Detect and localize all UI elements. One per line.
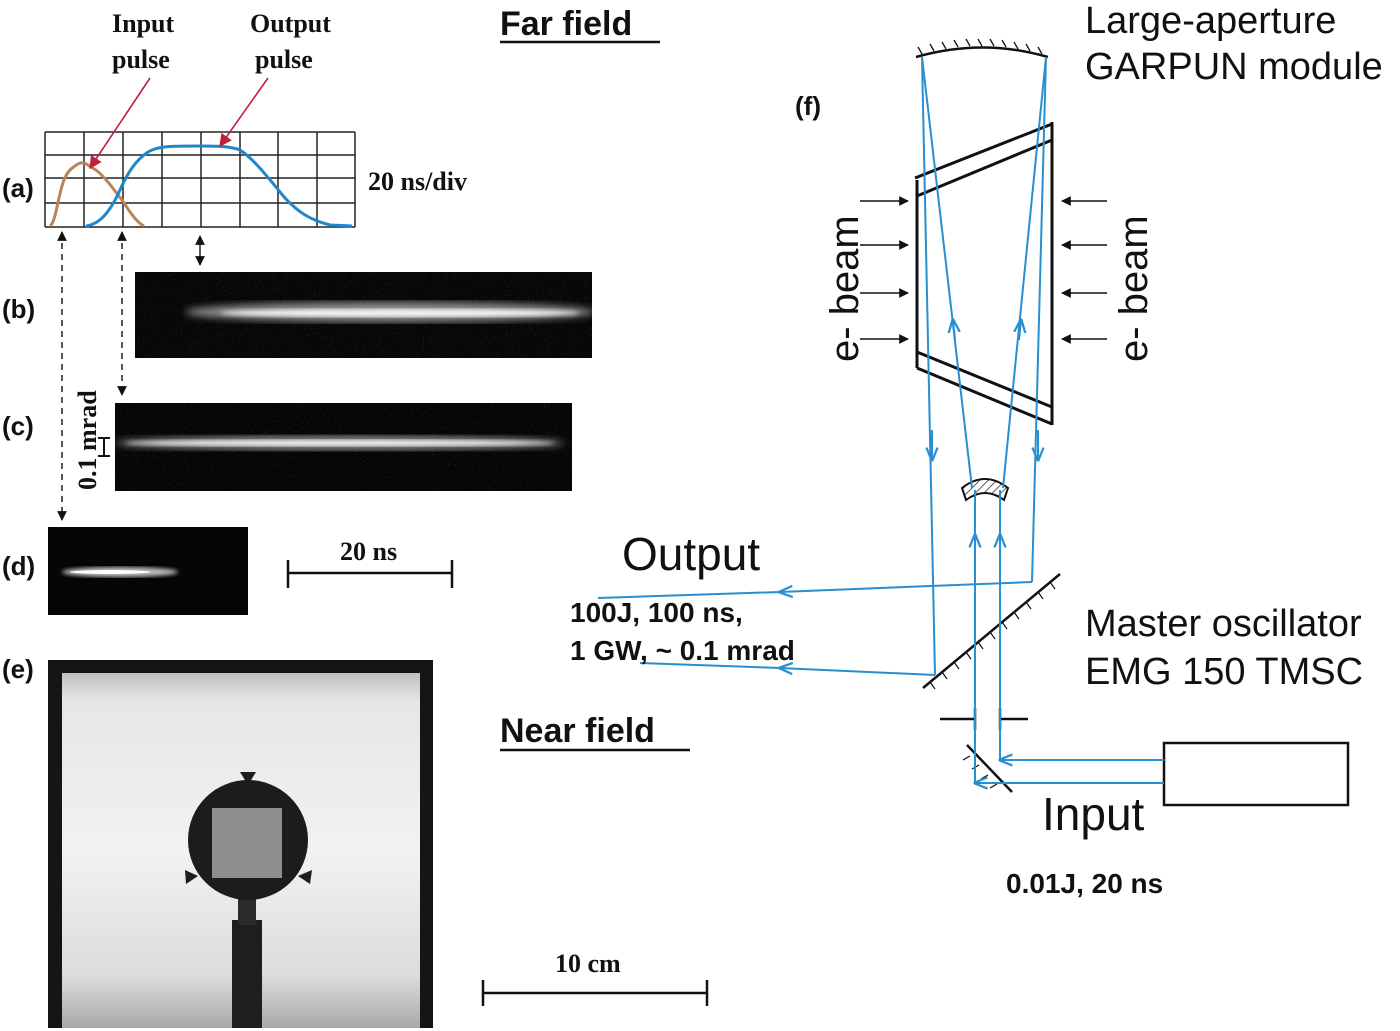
master-oscillator-box (1162, 741, 1350, 807)
amplifier-chamber (914, 122, 1054, 426)
label-f: (f) (795, 91, 821, 121)
input-spec: 0.01J, 20 ns (1006, 868, 1163, 899)
time-scale-bar: 20 ns (286, 537, 454, 588)
near-field-heading: Near field (500, 712, 655, 750)
output-spec-2: 1 GW, ~ 0.1 mrad (570, 635, 795, 666)
label-e: (e) (2, 654, 34, 684)
master-oscillator-title-1: Master oscillator (1085, 603, 1362, 645)
far-field-heading: Far field (500, 5, 632, 43)
input-pulse-trace (48, 161, 145, 228)
output-title: Output (622, 528, 760, 580)
input-mirror (962, 744, 1013, 793)
streak-image-d (48, 527, 248, 615)
concave-mirror (915, 38, 1049, 59)
near-field-photo (48, 660, 433, 1028)
input-title: Input (1042, 788, 1145, 840)
input-pulse-label-1: Input (112, 9, 174, 38)
divergence-scale: 0.1 mrad (73, 390, 110, 490)
timescale-label: 20 ns/div (368, 167, 467, 196)
oscillogram: Input pulse Output pulse 20 ns/div (44, 9, 467, 228)
beam-paths (597, 56, 1164, 783)
module-title-2: GARPUN module (1085, 46, 1383, 88)
output-pulse-arrow (219, 77, 269, 148)
module-title-1: Large-aperture (1085, 0, 1336, 42)
divergence-scale-label: 0.1 mrad (73, 390, 102, 490)
length-scale-label: 10 cm (555, 949, 621, 978)
output-pulse-trace (85, 144, 353, 228)
master-oscillator-title-2: EMG 150 TMSC (1085, 651, 1363, 693)
ebeam-arrows-left (860, 196, 909, 344)
aperture (940, 708, 1028, 730)
output-mirror (922, 573, 1061, 690)
ebeam-label-right: e- beam (1112, 215, 1156, 362)
label-c: (c) (2, 411, 34, 441)
input-pulse-label-2: pulse (112, 45, 170, 74)
optical-scheme: e- beam e- beam (597, 38, 1350, 807)
time-scale-label: 20 ns (340, 537, 397, 566)
convex-mirror (960, 478, 1010, 502)
label-a: (a) (2, 173, 34, 203)
streak-image-b (135, 272, 595, 358)
label-b: (b) (2, 294, 35, 324)
length-scale-bar: 10 cm (481, 949, 709, 1006)
output-pulse-label-2: pulse (255, 45, 313, 74)
ebeam-label-left: e- beam (823, 215, 867, 362)
input-pulse-arrow (89, 77, 151, 170)
streak-image-c (115, 403, 572, 491)
output-spec-1: 100J, 100 ns, (570, 597, 743, 628)
ebeam-arrows-right (1061, 196, 1107, 344)
label-d: (d) (2, 551, 35, 581)
output-pulse-label-1: Output (250, 9, 331, 38)
